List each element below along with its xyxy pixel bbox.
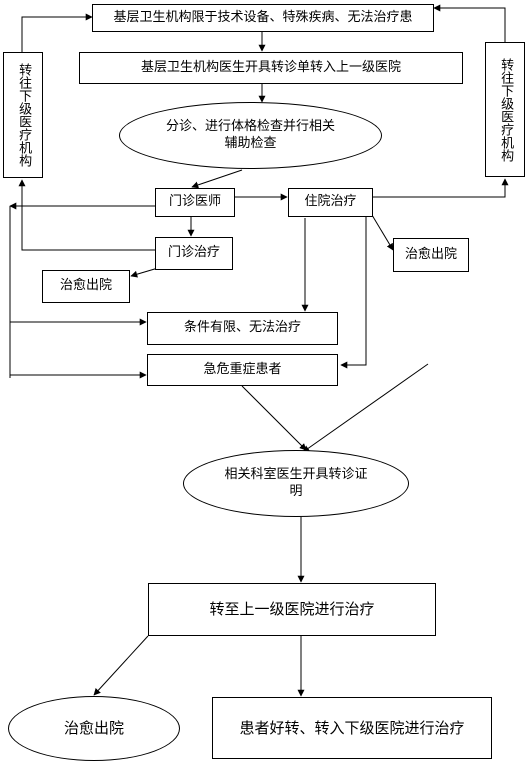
cured-discharge-inpatient-label: 治愈出院 — [404, 246, 457, 262]
outpatient-treatment-box: 门诊治疗 — [155, 237, 233, 270]
outpatient-treatment-label: 门诊治疗 — [167, 245, 220, 261]
limited-conditions-box: 条件有限、无法治疗 — [147, 312, 338, 345]
cured-discharge-inpatient-box: 治愈出院 — [393, 238, 469, 272]
arrow-inpatient-to-cured — [371, 214, 394, 251]
arrow-outpatient-treatment-to-cured — [130, 267, 159, 278]
arrow-inpatient-to-right-side — [373, 178, 509, 198]
right-side-box: 转往下级医疗机构 — [485, 42, 525, 177]
referral-form-label: 基层卫生机构医生开具转诊单转入上一级医院 — [140, 59, 401, 75]
outpatient-doctor-label: 门诊医师 — [168, 194, 221, 210]
inpatient-box: 住院治疗 — [288, 188, 373, 217]
right-side-label: 转往下级医疗机构 — [498, 57, 514, 162]
dept-certificate-label: 相关科室医生开具转诊证明 — [224, 467, 368, 499]
inpatient-label: 住院治疗 — [304, 194, 357, 210]
outpatient-doctor-box: 门诊医师 — [155, 188, 235, 217]
triage-oval: 分诊、进行体格检查并行相关辅助检查 — [119, 102, 382, 169]
arrow-right-side-to-top — [433, 4, 506, 42]
arrow-transfer-to-cured-final — [93, 635, 149, 696]
cured-discharge-final-oval: 治愈出院 — [8, 696, 180, 761]
referral-form-box: 基层卫生机构医生开具转诊单转入上一级医院 — [79, 52, 463, 84]
arrow-inpatient-to-critical — [340, 217, 367, 369]
primary-limit-box: 基层卫生机构限于技术设备、特殊疾病、无法治疗患 — [92, 4, 434, 32]
transfer-upper-box: 转至上一级医院进行治疗 — [148, 583, 436, 636]
cured-discharge-final-label: 治愈出院 — [63, 719, 124, 738]
improved-transfer-down-box: 患者好转、转入下级医院进行治疗 — [212, 697, 492, 759]
limited-conditions-label: 条件有限、无法治疗 — [183, 320, 301, 336]
arrow-critical-to-certificate — [241, 385, 307, 451]
cured-discharge-outpatient-label: 治愈出院 — [59, 278, 112, 294]
arrow-outpatient-treatment-to-left-side — [18, 179, 155, 251]
arrow-external-to-certificate — [302, 363, 429, 453]
triage-label: 分诊、进行体格检查并行相关辅助检查 — [165, 119, 335, 151]
improved-transfer-down-label: 患者好转、转入下级医院进行治疗 — [239, 718, 465, 737]
cured-discharge-outpatient-box: 治愈出院 — [42, 270, 130, 303]
left-side-box: 转往下级医疗机构 — [3, 52, 43, 178]
left-side-label: 转往下级医疗机构 — [16, 63, 32, 167]
dept-certificate-oval: 相关科室医生开具转诊证明 — [183, 450, 409, 517]
critical-patients-label: 急危重症患者 — [203, 361, 282, 377]
critical-patients-box: 急危重症患者 — [147, 354, 338, 386]
transfer-upper-label: 转至上一级医院进行治疗 — [209, 600, 375, 619]
arrow-triage-to-doctor — [191, 169, 243, 189]
arrow-left-side-to-top — [21, 13, 93, 52]
primary-limit-label: 基层卫生机构限于技术设备、特殊疾病、无法治疗患 — [113, 9, 413, 25]
